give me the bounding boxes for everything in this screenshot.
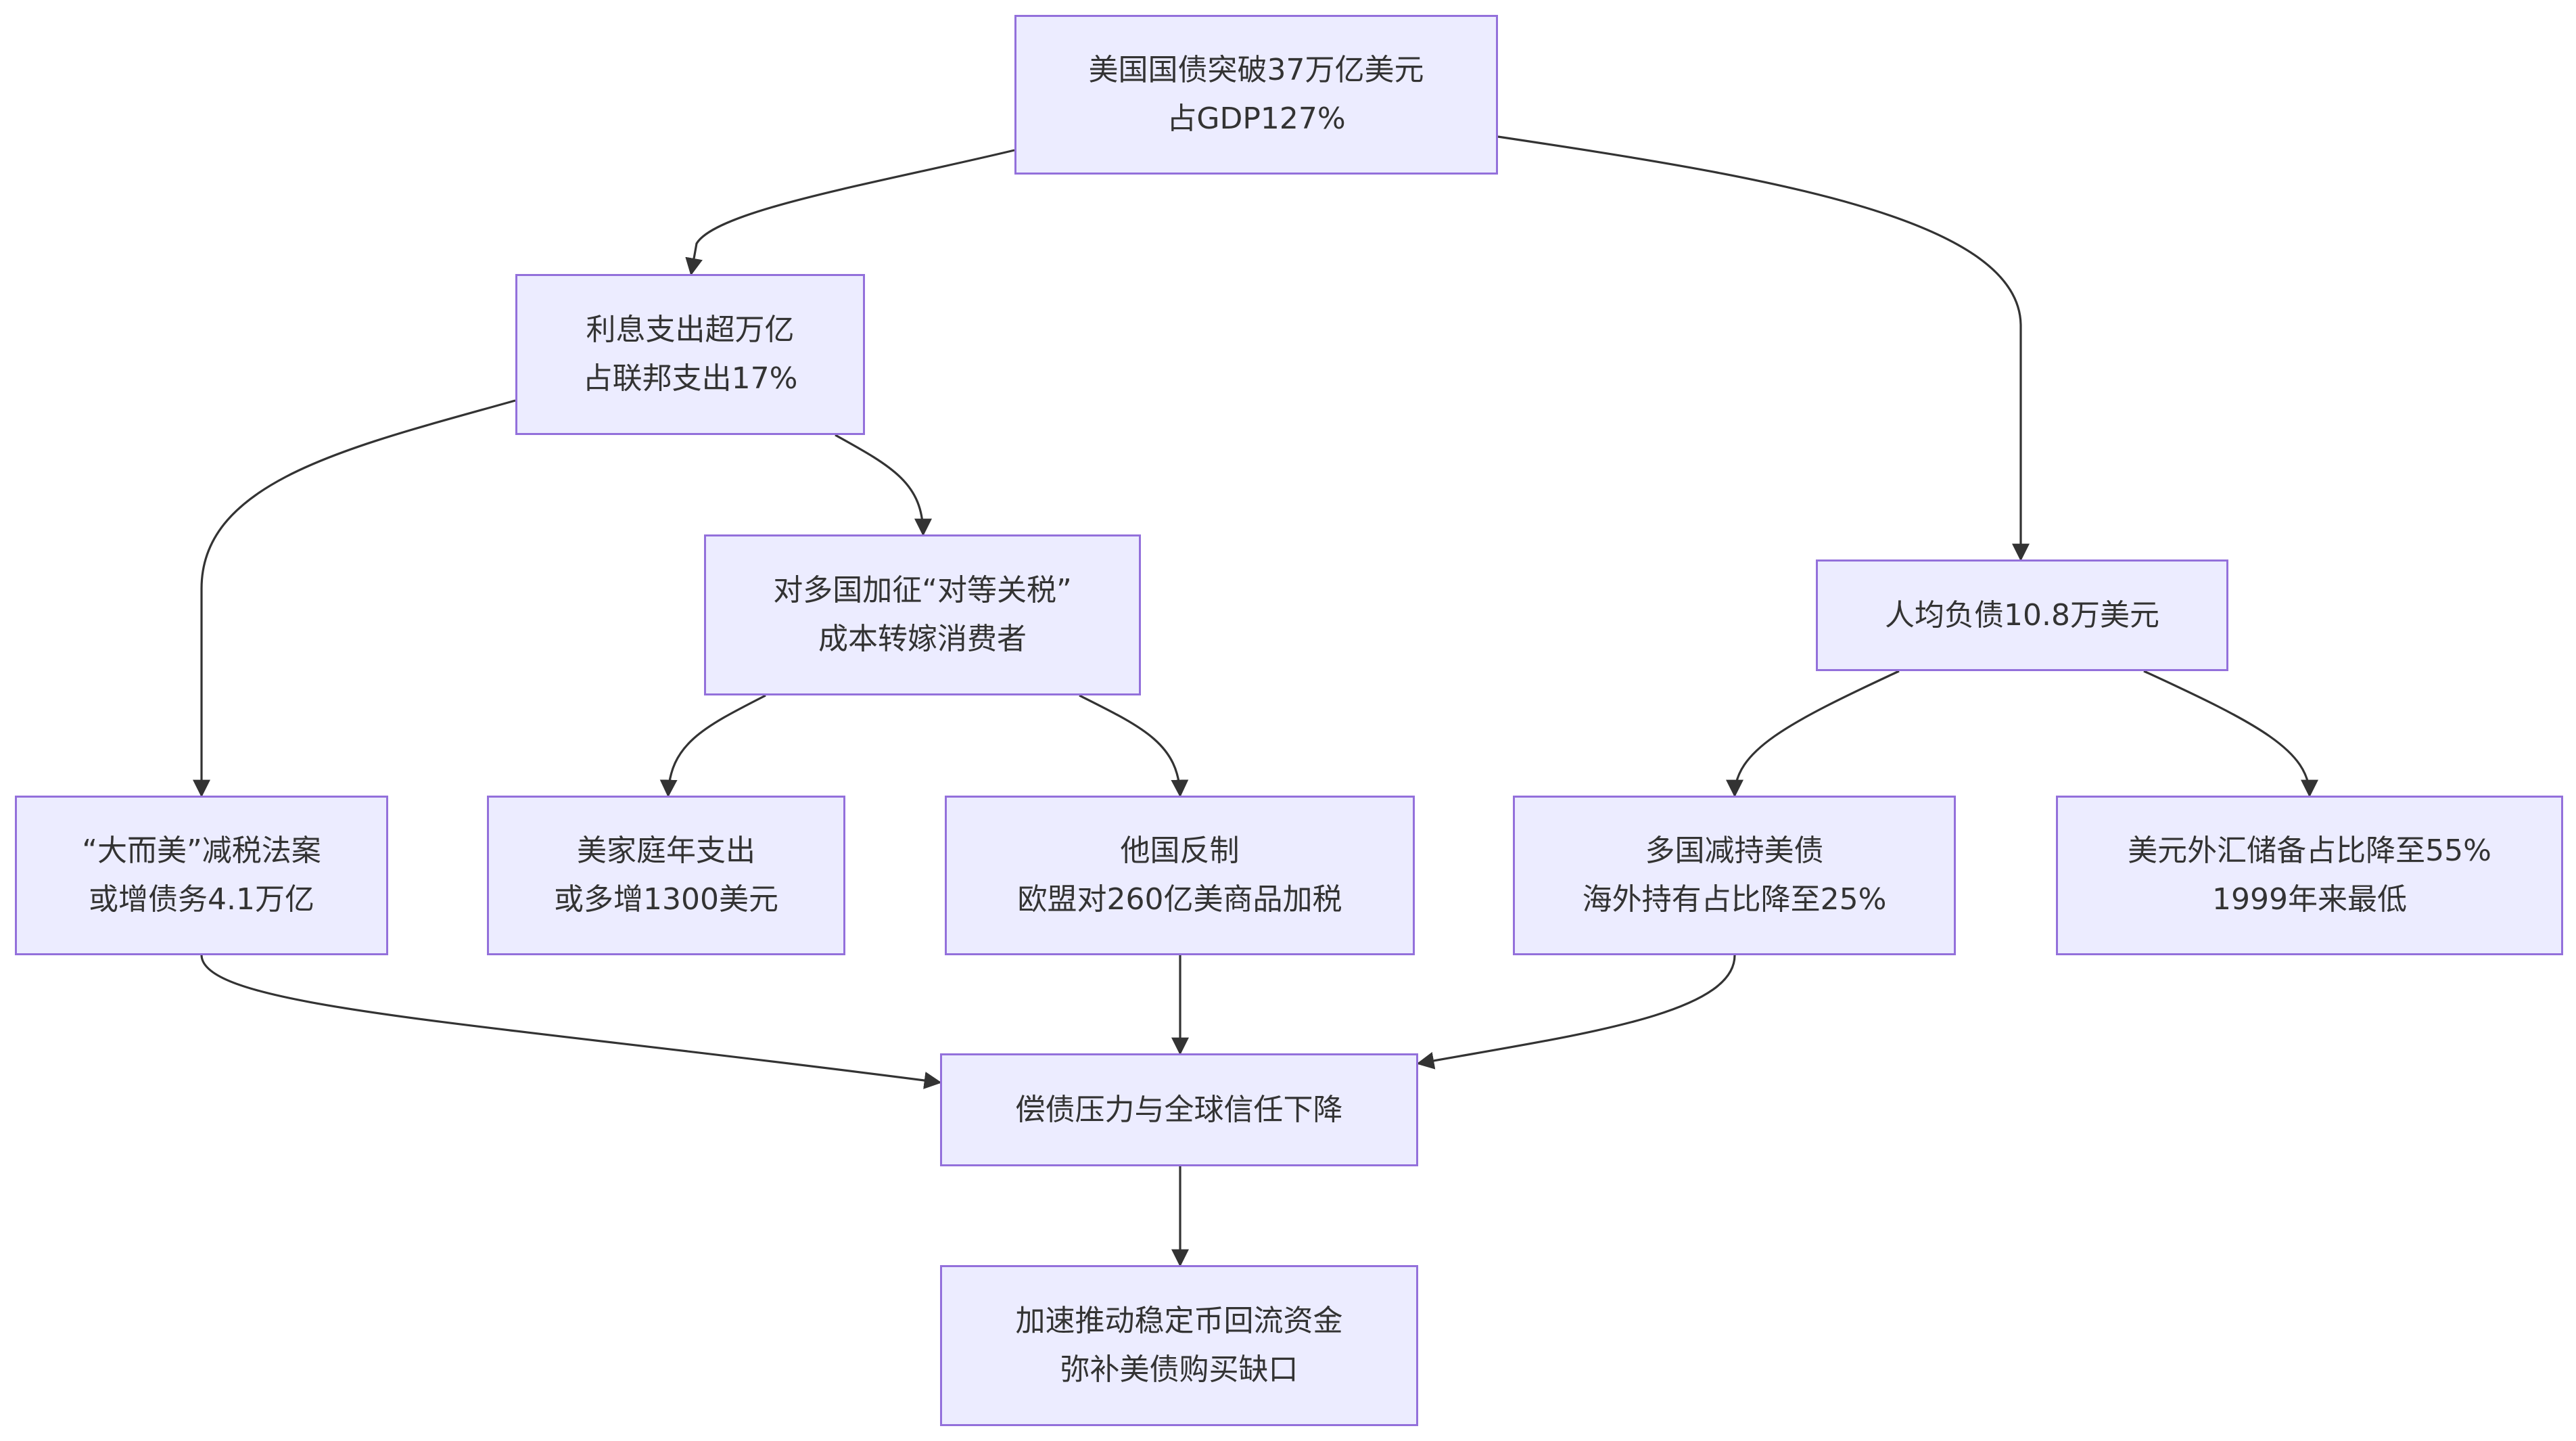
node-us-debt-line2: 占GDP127%: [1167, 101, 1346, 136]
edge-debt-to-per-capita: [1497, 135, 2030, 562]
edge-per-capita-to-reserve: [2143, 670, 2318, 798]
node-tax-act-line1: “大而美”减税法案: [82, 833, 321, 868]
node-tax-act: “大而美”减税法案 或增债务4.1万亿: [15, 796, 388, 955]
node-pressure: 偿债压力与全球信任下降: [940, 1053, 1418, 1166]
node-tariff: 对多国加征“对等关税” 成本转嫁消费者: [704, 534, 1141, 695]
node-reserve-share-line2: 1999年来最低: [2212, 882, 2407, 917]
node-retaliation-line1: 他国反制: [1120, 833, 1240, 868]
node-tariff-line1: 对多国加征“对等关税”: [773, 573, 1072, 608]
node-household-line2: 或多增1300美元: [554, 882, 778, 917]
edge-tariff-to-household: [659, 694, 766, 798]
edge-reduce-to-pressure: [1416, 955, 1736, 1070]
node-tax-act-line2: 或增债务4.1万亿: [89, 882, 314, 917]
node-per-capita: 人均负债10.8万美元: [1816, 559, 2228, 671]
node-stablecoin-line1: 加速推动稳定币回流资金: [1015, 1304, 1343, 1338]
edge-interest-to-tariff: [835, 434, 932, 536]
node-reserve-share-line1: 美元外汇储备占比降至55%: [2128, 833, 2491, 868]
edge-tax-act-to-pressure: [200, 955, 942, 1089]
edge-tariff-to-retaliation: [1079, 694, 1189, 798]
edge-debt-to-interest: [685, 149, 1015, 276]
node-reserve-share: 美元外汇储备占比降至55% 1999年来最低: [2056, 796, 2563, 955]
node-reduce-holdings-line2: 海外持有占比降至25%: [1582, 882, 1887, 917]
node-tariff-line2: 成本转嫁消费者: [818, 622, 1027, 656]
node-retaliation: 他国反制 欧盟对260亿美商品加税: [945, 796, 1415, 955]
node-stablecoin-line2: 弥补美债购买缺口: [1060, 1352, 1298, 1387]
node-per-capita-line1: 人均负债10.8万美元: [1885, 597, 2159, 633]
node-stablecoin: 加速推动稳定币回流资金 弥补美债购买缺口: [940, 1265, 1418, 1426]
node-interest-line2: 占联邦支出17%: [582, 361, 798, 396]
node-household: 美家庭年支出 或多增1300美元: [487, 796, 845, 955]
node-us-debt-line1: 美国国债突破37万亿美元: [1088, 53, 1424, 87]
edge-interest-to-tax-act: [193, 399, 516, 798]
node-retaliation-line2: 欧盟对260亿美商品加税: [1017, 882, 1342, 917]
node-interest-line1: 利息支出超万亿: [586, 313, 795, 347]
node-us-debt: 美国国债突破37万亿美元 占GDP127%: [1014, 15, 1498, 175]
node-household-line1: 美家庭年支出: [577, 833, 755, 868]
node-reduce-holdings-line1: 多国减持美债: [1645, 833, 1824, 868]
node-interest: 利息支出超万亿 占联邦支出17%: [515, 274, 865, 435]
node-pressure-line1: 偿债压力与全球信任下降: [1015, 1092, 1343, 1127]
node-reduce-holdings: 多国减持美债 海外持有占比降至25%: [1513, 796, 1956, 955]
edge-per-capita-to-reduce: [1726, 670, 1900, 798]
